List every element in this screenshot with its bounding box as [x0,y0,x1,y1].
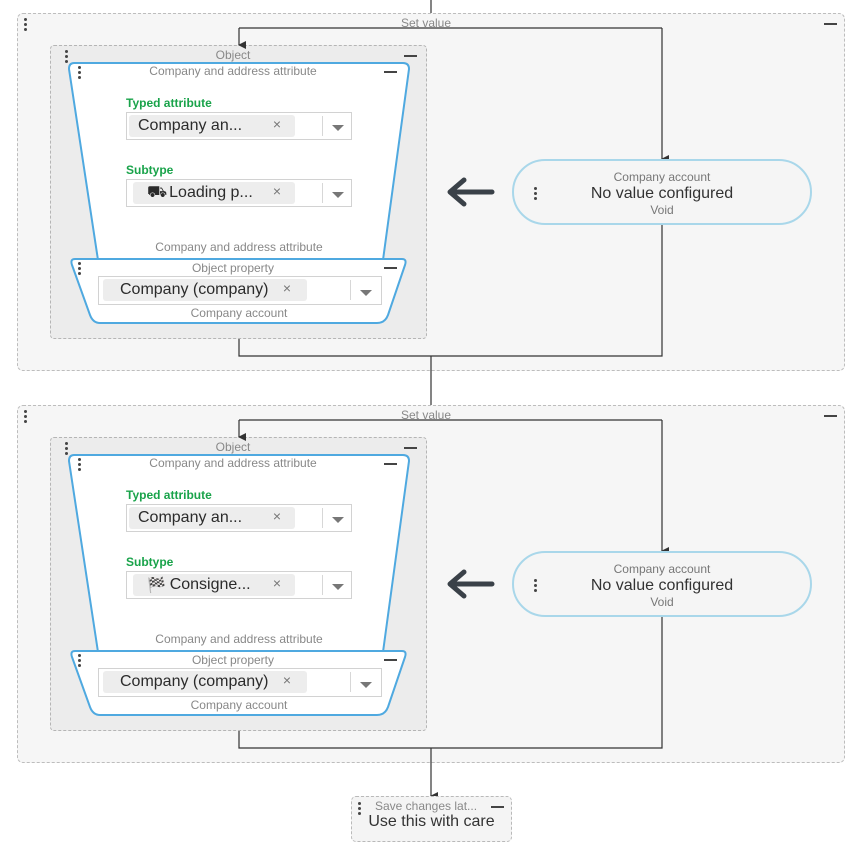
node-type: Void [650,203,674,217]
object-label: Object [215,48,251,62]
chevron-down-icon[interactable] [332,125,344,131]
subtype-value: Consigne... [169,576,251,593]
attribute-menu-icon[interactable] [77,458,81,471]
chevron-down-icon[interactable] [360,290,372,296]
select-separator [322,116,323,136]
collapse-icon[interactable] [384,71,397,73]
typed-attribute-label: Typed attribute [126,96,212,110]
remove-icon[interactable]: × [272,183,281,199]
object-property-chip: Company (company) × [103,671,307,693]
node-value: No value configured [590,185,734,202]
select-separator [322,575,323,595]
remove-icon[interactable]: × [282,672,291,688]
company-account-node-1[interactable]: Company account No value configured Void [512,159,812,225]
attribute-block-title: Company and address attribute [149,64,317,78]
collapse-icon[interactable] [404,55,417,57]
select-separator [350,672,351,692]
node-value: No value configured [590,577,734,594]
subtype-label: Subtype [126,555,174,569]
set-value-label: Set value [400,16,452,30]
typed-attribute-value: Company an... [138,117,243,134]
subtype-select[interactable]: 🏁 Consigne... × [126,571,352,599]
collapse-icon[interactable] [491,806,504,808]
typed-attribute-label: Typed attribute [126,488,212,502]
object-property-chip: Company (company) × [103,279,307,301]
property-footer-label: Company account [190,306,288,320]
save-node-value: Use this with care [368,813,495,830]
typed-attribute-select[interactable]: Company an... × [126,112,352,140]
collapse-icon[interactable] [384,463,397,465]
object-property-select[interactable]: Company (company) × [98,276,382,305]
save-changes-node[interactable]: Save changes lat... Use this with care [351,796,512,842]
collapse-icon[interactable] [824,23,837,25]
subtype-chip: 🏁 Consigne... × [133,574,295,596]
object-menu-icon[interactable] [64,50,68,63]
node-type: Void [650,595,674,609]
attribute-footer-label: Company and address attribute [155,240,323,254]
remove-icon[interactable]: × [272,508,281,524]
object-property-select[interactable]: Company (company) × [98,668,382,697]
chevron-down-icon[interactable] [360,682,372,688]
subtype-label: Subtype [126,163,174,177]
checkered-flag-icon: 🏁 [147,577,166,594]
subtype-chip: ⛟ Loading p... × [133,182,295,204]
typed-attribute-select[interactable]: Company an... × [126,504,352,532]
collapse-icon[interactable] [404,447,417,449]
collapse-icon[interactable] [824,415,837,417]
save-node-title: Save changes lat... [374,799,478,813]
collapse-icon[interactable] [384,659,397,661]
set-value-menu-icon[interactable] [23,18,27,31]
node-title: Company account [613,170,711,184]
attribute-block-outline-2 [67,454,411,653]
typed-attribute-chip: Company an... × [129,507,295,529]
typed-attribute-chip: Company an... × [129,115,295,137]
attribute-block-outline-1 [67,62,411,261]
object-menu-icon[interactable] [64,442,68,455]
collapse-icon[interactable] [384,267,397,269]
remove-icon[interactable]: × [282,280,291,296]
node-menu-icon[interactable] [533,187,537,200]
node-title: Company account [613,562,711,576]
property-footer-label: Company account [190,698,288,712]
object-property-value: Company (company) [120,281,269,298]
node-menu-icon[interactable] [357,802,361,815]
attribute-block-title: Company and address attribute [149,456,317,470]
attribute-menu-icon[interactable] [77,66,81,79]
subtype-value: Loading p... [169,184,253,201]
remove-icon[interactable]: × [272,116,281,132]
set-value-label: Set value [400,408,452,422]
subtype-select[interactable]: ⛟ Loading p... × [126,179,352,207]
chevron-down-icon[interactable] [332,584,344,590]
company-account-node-2[interactable]: Company account No value configured Void [512,551,812,617]
property-menu-icon[interactable] [77,654,81,667]
select-separator [350,280,351,300]
chevron-down-icon[interactable] [332,192,344,198]
object-label: Object [215,440,251,454]
attribute-footer-label: Company and address attribute [155,632,323,646]
select-separator [322,183,323,203]
set-value-menu-icon[interactable] [23,410,27,423]
property-block-title: Object property [191,261,275,275]
object-property-value: Company (company) [120,673,269,690]
property-block-title: Object property [191,653,275,667]
typed-attribute-value: Company an... [138,509,243,526]
remove-icon[interactable]: × [272,575,281,591]
truck-loading-icon: ⛟ [147,184,168,201]
property-menu-icon[interactable] [77,262,81,275]
node-menu-icon[interactable] [533,579,537,592]
select-separator [322,508,323,528]
chevron-down-icon[interactable] [332,517,344,523]
